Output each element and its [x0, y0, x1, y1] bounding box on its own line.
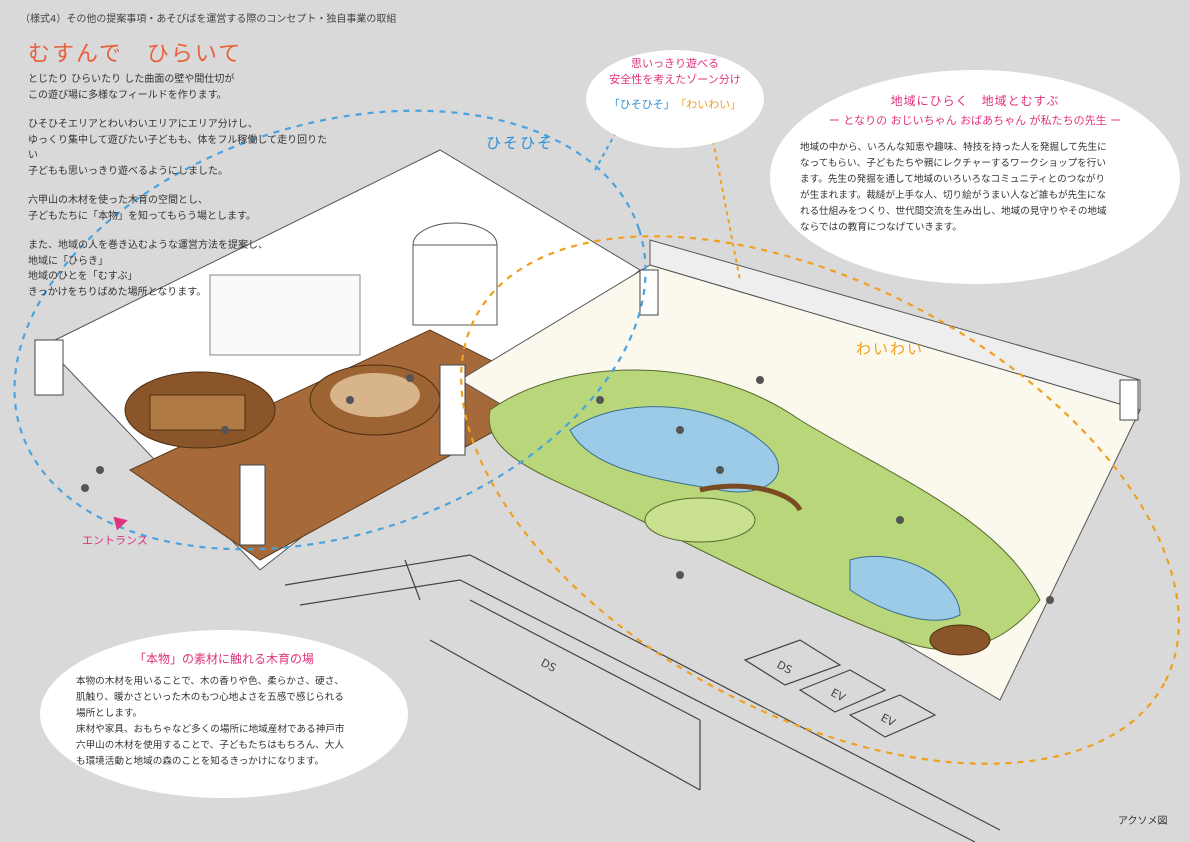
material-heading: 「本物」の素材に触れる木育の場 [133, 652, 314, 666]
material-body: 本物の木材を用いることで、木の香りや色、柔らかさ、硬さ、 肌触り、暖かさといった… [76, 676, 345, 767]
floor-plan-outline [284, 554, 1001, 842]
entrance-arrow-icon [113, 516, 128, 531]
lively-zone-ring [460, 235, 1180, 765]
intro-paragraph: 六甲山の木材を使った木育の空間とし、 子どもたちに「本物」を知ってもらう場としま… [28, 195, 256, 222]
community-subheading: ー となりの おじいちゃん おばあちゃん が私たちの先生 ー [828, 114, 1122, 127]
entrance-label: エントランス [82, 534, 148, 547]
community-heading: 地域にひらく 地域とむすぶ [890, 94, 1060, 108]
intro-paragraph: ひそひそエリアとわいわいエリアにエリア分けし、 ゆっくり集中して遊びたい子どもも… [28, 119, 328, 177]
material-callout: 「本物」の素材に触れる木育の場 本物の木材を用いることで、木の香りや色、柔らかさ… [40, 630, 408, 798]
lively-zone-label: わいわい [856, 340, 925, 358]
plan-label-ev2: EV [879, 711, 898, 729]
people-figures [81, 374, 1054, 604]
plan-label-ev1: EV [829, 686, 848, 704]
page-header: （様式4）その他の提案事項・あそびばを運営する際のコンセプト・独自事業の取組 [20, 14, 397, 25]
shaft-boxes [743, 639, 937, 738]
intro-paragraph: とじたり ひらいたり した曲面の壁や間仕切が この遊び場に多様なフィールドを作り… [28, 74, 235, 101]
lively-zone-room [459, 239, 1141, 701]
community-body: 地域の中から、いろんな知恵や趣味、特技を持った人を発掘して先生に なってもらい、… [800, 142, 1107, 233]
intro-text: とじたり ひらいたり した曲面の壁や間仕切が この遊び場に多様なフィールドを作り… [28, 72, 328, 314]
page-title: むすんで ひらいて [28, 42, 243, 67]
plan-label-ds1: DS [539, 656, 559, 675]
quiet-zone-ring [13, 109, 647, 551]
community-callout: 地域にひらく 地域とむすぶ ー となりの おじいちゃん おばあちゃん が私たちの… [770, 70, 1180, 284]
pointer-line-lively [709, 124, 741, 281]
zoning-tag-lively: 「わいわい」 [680, 98, 742, 111]
zoning-tag-quiet: 「ひそひそ」 [608, 98, 675, 111]
quiet-zone-label: ひそひそ [486, 134, 555, 152]
intro-paragraph: また、地域の人を巻き込むような運営方法を提案し、 地域に「ひらき」 地域のひとを… [28, 240, 268, 298]
plan-label-ds2: DS [775, 658, 795, 677]
zoning-heading: 思いっきり遊べる 安全性を考えたゾーン分け [609, 57, 741, 86]
zoning-callout: 思いっきり遊べる 安全性を考えたゾーン分け 「ひそひそ」「わいわい」 [586, 50, 764, 148]
figure-caption: アクソメ図 [1118, 816, 1168, 827]
pillars [34, 269, 1139, 546]
